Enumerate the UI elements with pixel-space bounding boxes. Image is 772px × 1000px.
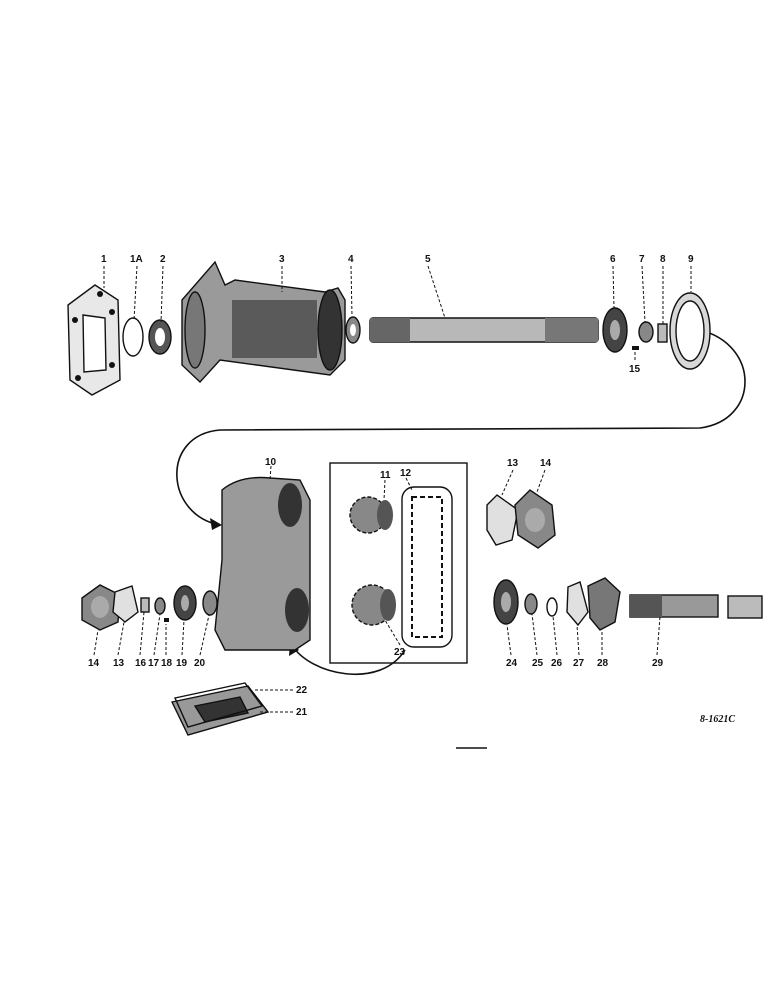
- key-part-15: [632, 346, 639, 350]
- callout-5: 5: [425, 254, 431, 265]
- retainer-part-28: [587, 577, 621, 631]
- gasket-part-22: [174, 682, 264, 728]
- callout-10: 10: [265, 457, 277, 468]
- nut-part-7: [638, 321, 654, 343]
- key-part-18: [164, 618, 169, 622]
- callout-14-right: 14: [540, 458, 552, 469]
- callout-28: 28: [597, 658, 609, 669]
- sprocket-part-11: [349, 496, 393, 534]
- callout-12: 12: [400, 468, 412, 479]
- callout-29: 29: [652, 658, 664, 669]
- shaft-part-29: [629, 594, 763, 619]
- gasket-part-9: [669, 292, 711, 370]
- lock-washer-part-8: [657, 323, 668, 343]
- bearing-part-6: [602, 307, 628, 353]
- cover-part-14-right: [514, 489, 556, 549]
- callout-24: 24: [506, 658, 518, 669]
- callout-26: 26: [551, 658, 563, 669]
- seal-part-20: [202, 590, 218, 616]
- lock-part-16: [140, 597, 150, 613]
- bearing-part-19: [173, 585, 197, 621]
- callout-25: 25: [532, 658, 544, 669]
- gasket-part-1: [67, 284, 121, 396]
- callout-14-left: 14: [88, 658, 100, 669]
- seal-part-25: [524, 593, 538, 615]
- shaft-part-5: [369, 317, 599, 343]
- nut-part-17: [154, 597, 166, 615]
- callout-2: 2: [160, 254, 166, 265]
- callout-27: 27: [573, 658, 585, 669]
- bearing-part-2: [148, 319, 172, 355]
- callout-9: 9: [688, 254, 694, 265]
- callout-13-right: 13: [507, 458, 519, 469]
- leader-lines: [93, 265, 692, 713]
- callout-21: 21: [296, 707, 308, 718]
- callout-6: 6: [610, 254, 616, 265]
- snap-ring-part-26: [546, 597, 558, 617]
- callout-23: 23: [394, 647, 406, 658]
- figure-reference: 8-1621C: [700, 714, 735, 725]
- callout-1a: 1A: [130, 254, 143, 265]
- sprocket-part-23: [351, 584, 396, 626]
- bearing-part-24: [493, 579, 519, 625]
- seal-part-4: [345, 316, 361, 344]
- callout-4: 4: [348, 254, 354, 265]
- callout-7: 7: [639, 254, 645, 265]
- callout-18: 18: [161, 658, 173, 669]
- gasket-part-27: [566, 581, 589, 627]
- cover-plate-part-21: [170, 685, 270, 736]
- gasket-part-13-right: [486, 494, 519, 546]
- callout-8: 8: [660, 254, 666, 265]
- flow-curve-upper: [176, 329, 746, 526]
- gasket-part-13-left: [112, 585, 139, 623]
- cover-part-14-left: [81, 584, 121, 631]
- callout-11: 11: [380, 470, 391, 481]
- callout-19: 19: [176, 658, 188, 669]
- callout-16: 16: [135, 658, 147, 669]
- flow-arrow-head: [210, 518, 222, 530]
- drive-chain-part-12: [401, 486, 453, 648]
- flow-curve-lower: [291, 644, 406, 675]
- housing-part-3: [181, 260, 346, 383]
- callout-17: 17: [148, 658, 160, 669]
- callout-20: 20: [194, 658, 206, 669]
- callout-13-left: 13: [113, 658, 125, 669]
- callout-1: 1: [101, 254, 107, 265]
- sprocket-group-box: [329, 462, 468, 664]
- callout-15: 15: [629, 364, 641, 375]
- snap-ring-part-1a: [122, 317, 144, 357]
- callout-22: 22: [296, 685, 308, 696]
- callout-3: 3: [279, 254, 285, 265]
- chain-case-part-10: [214, 476, 311, 651]
